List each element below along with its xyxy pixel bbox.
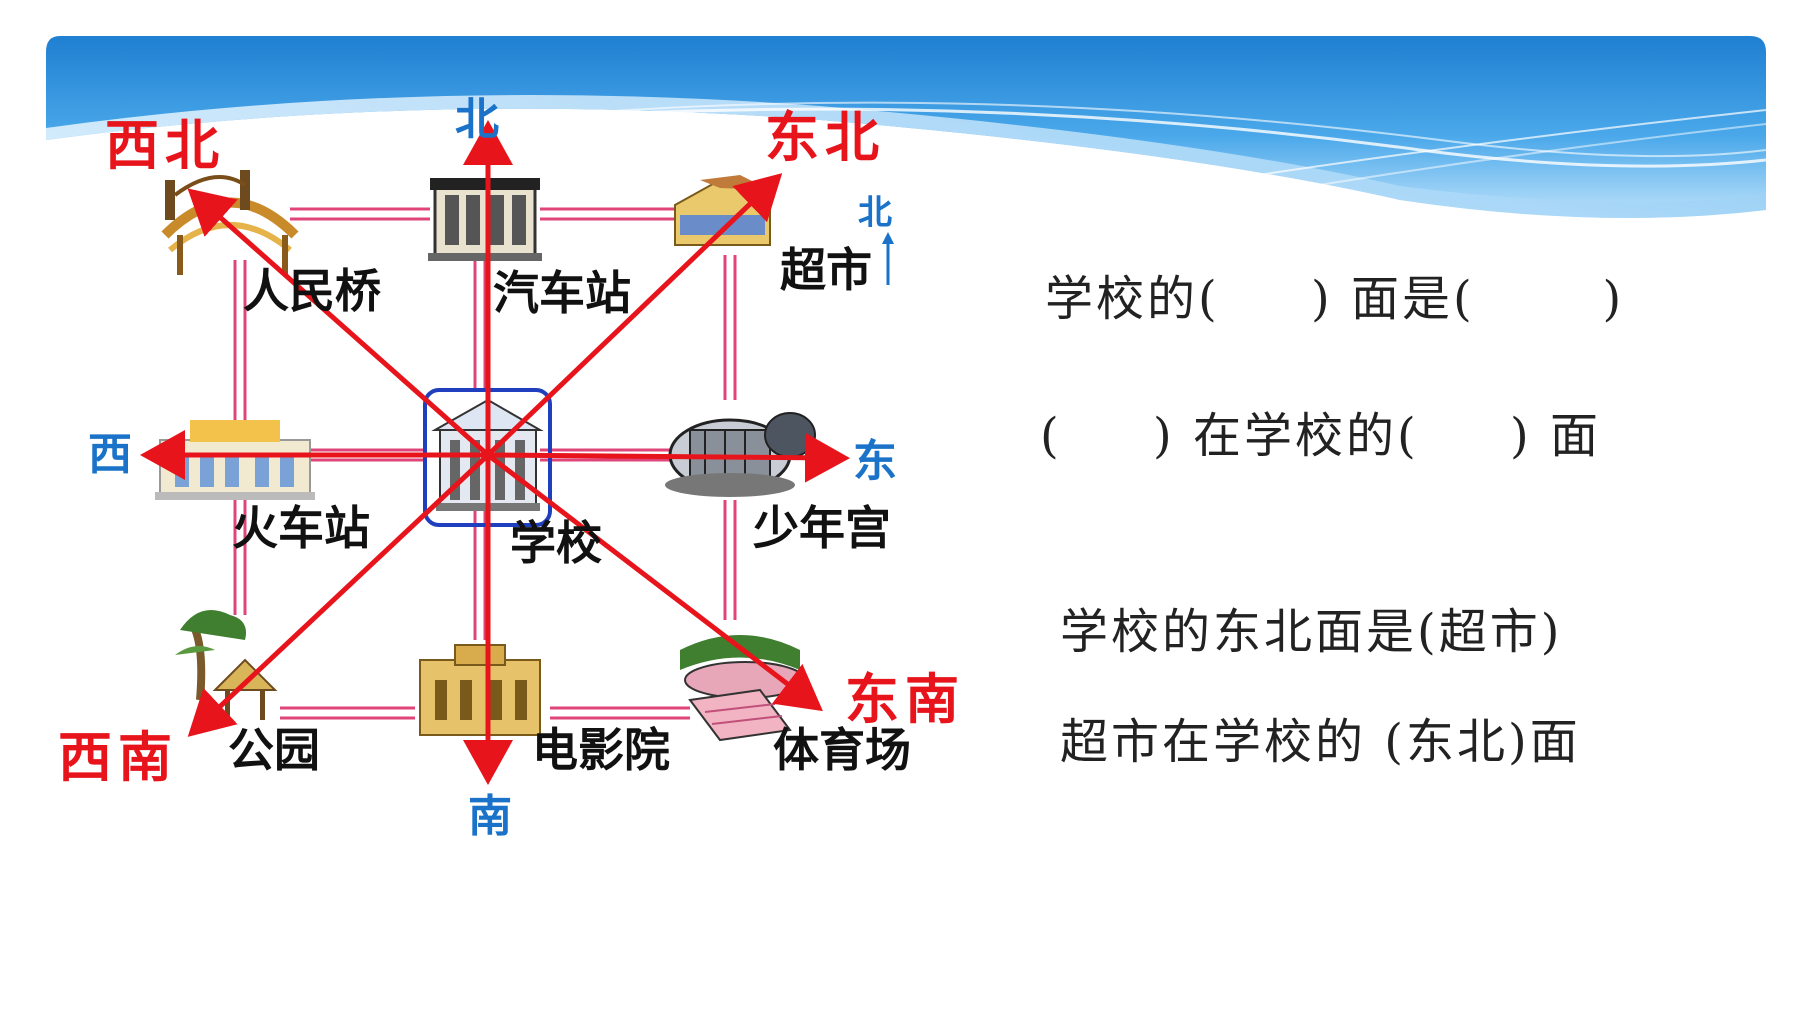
roads xyxy=(233,207,737,720)
cinema-icon xyxy=(419,644,541,736)
place-school: 学校 xyxy=(510,516,602,570)
arrow-southeast xyxy=(486,453,823,712)
supermarket-icon xyxy=(674,175,771,246)
label-north: 北 xyxy=(455,94,499,145)
direction-arrows xyxy=(140,120,850,785)
arrow-northwest xyxy=(187,188,490,457)
label-northwest: 西北 xyxy=(105,113,225,177)
label-southeast: 东南 xyxy=(845,667,965,731)
train-station-icon xyxy=(155,420,315,500)
place-youth-palace: 少年宫 xyxy=(753,501,891,555)
compass-north-label: 北 xyxy=(858,193,892,233)
place-park: 公园 xyxy=(228,723,320,777)
arrow-northeast xyxy=(486,173,783,457)
label-southwest: 西南 xyxy=(58,725,178,789)
place-train-station: 火车站 xyxy=(232,501,370,555)
place-bus-station: 汽车站 xyxy=(493,266,631,320)
arrow-southwest xyxy=(187,453,490,737)
place-bridge: 人民桥 xyxy=(243,264,381,318)
bus-station-icon xyxy=(428,178,542,261)
answer-2: 超市在学校的 (东北)面 xyxy=(1060,714,1581,770)
place-supermarket: 超市 xyxy=(780,243,872,297)
header-banner xyxy=(46,36,1767,218)
place-stadium: 体育场 xyxy=(773,723,911,777)
place-cinema: 电影院 xyxy=(532,723,670,777)
label-west: 西 xyxy=(88,429,132,480)
compass-arrow-icon xyxy=(882,232,894,285)
arrow-east xyxy=(487,432,850,483)
label-south: 南 xyxy=(468,791,512,842)
label-northeast: 东北 xyxy=(765,105,885,169)
bridge-icon xyxy=(161,170,299,275)
question-2: ( ) 在学校的( ) 面 xyxy=(1040,408,1602,464)
label-east: 东 xyxy=(853,436,897,487)
question-1: 学校的( ) 面是( ) xyxy=(1045,271,1625,327)
answer-1: 学校的东北面是(超市) xyxy=(1060,604,1563,660)
